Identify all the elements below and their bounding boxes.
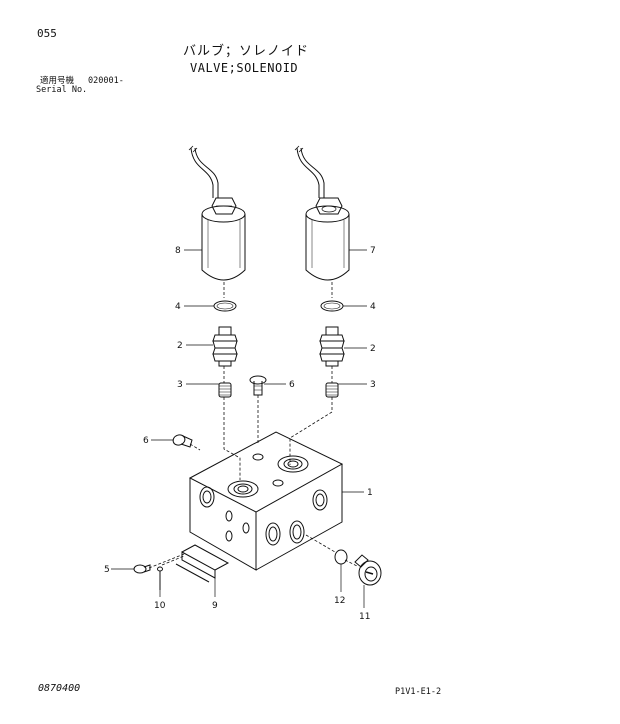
sheet-code: P1V1-E1-2 <box>395 687 442 697</box>
callout-3-right: 3 <box>370 380 376 390</box>
screw <box>133 564 151 574</box>
callout-10: 10 <box>154 601 166 611</box>
callout-11: 11 <box>359 612 370 622</box>
applicability-value: 020001- <box>88 76 124 86</box>
valve-body <box>188 431 344 571</box>
callout-4-right: 4 <box>370 302 376 312</box>
nameplate-bracket <box>175 544 230 583</box>
spring-left <box>218 382 232 398</box>
callout-8: 8 <box>175 246 181 256</box>
callout-4-left: 4 <box>175 302 181 312</box>
page-code: 055 <box>37 27 57 40</box>
valve-cartridge-right <box>319 326 345 367</box>
callout-5: 5 <box>104 565 110 575</box>
callout-12: 12 <box>334 596 345 606</box>
callout-6-left: 6 <box>143 436 149 446</box>
o-ring-small <box>334 549 348 565</box>
document-number: 0870400 <box>38 683 81 694</box>
applicability-label: 適用号機 <box>40 76 75 86</box>
valve-cartridge-left <box>212 326 238 367</box>
spring-right <box>325 382 339 398</box>
callout-9: 9 <box>212 601 218 611</box>
solenoid-coil-right <box>294 145 350 281</box>
title-japanese: バルブ；ソレノイド <box>183 44 310 59</box>
solenoid-coil-left <box>188 145 246 281</box>
plug-large <box>354 554 382 586</box>
callout-3-left: 3 <box>177 380 183 390</box>
callout-7: 7 <box>370 246 376 256</box>
callout-6-top: 6 <box>289 380 295 390</box>
callout-2-right: 2 <box>370 344 376 354</box>
callout-1: 1 <box>367 488 373 498</box>
plug-top <box>249 375 267 396</box>
serial-label: Serial No. <box>36 85 88 95</box>
callout-2-left: 2 <box>177 341 183 351</box>
rivet <box>157 566 163 590</box>
plug-left <box>172 434 193 448</box>
title-english: VALVE;SOLENOID <box>190 61 299 75</box>
